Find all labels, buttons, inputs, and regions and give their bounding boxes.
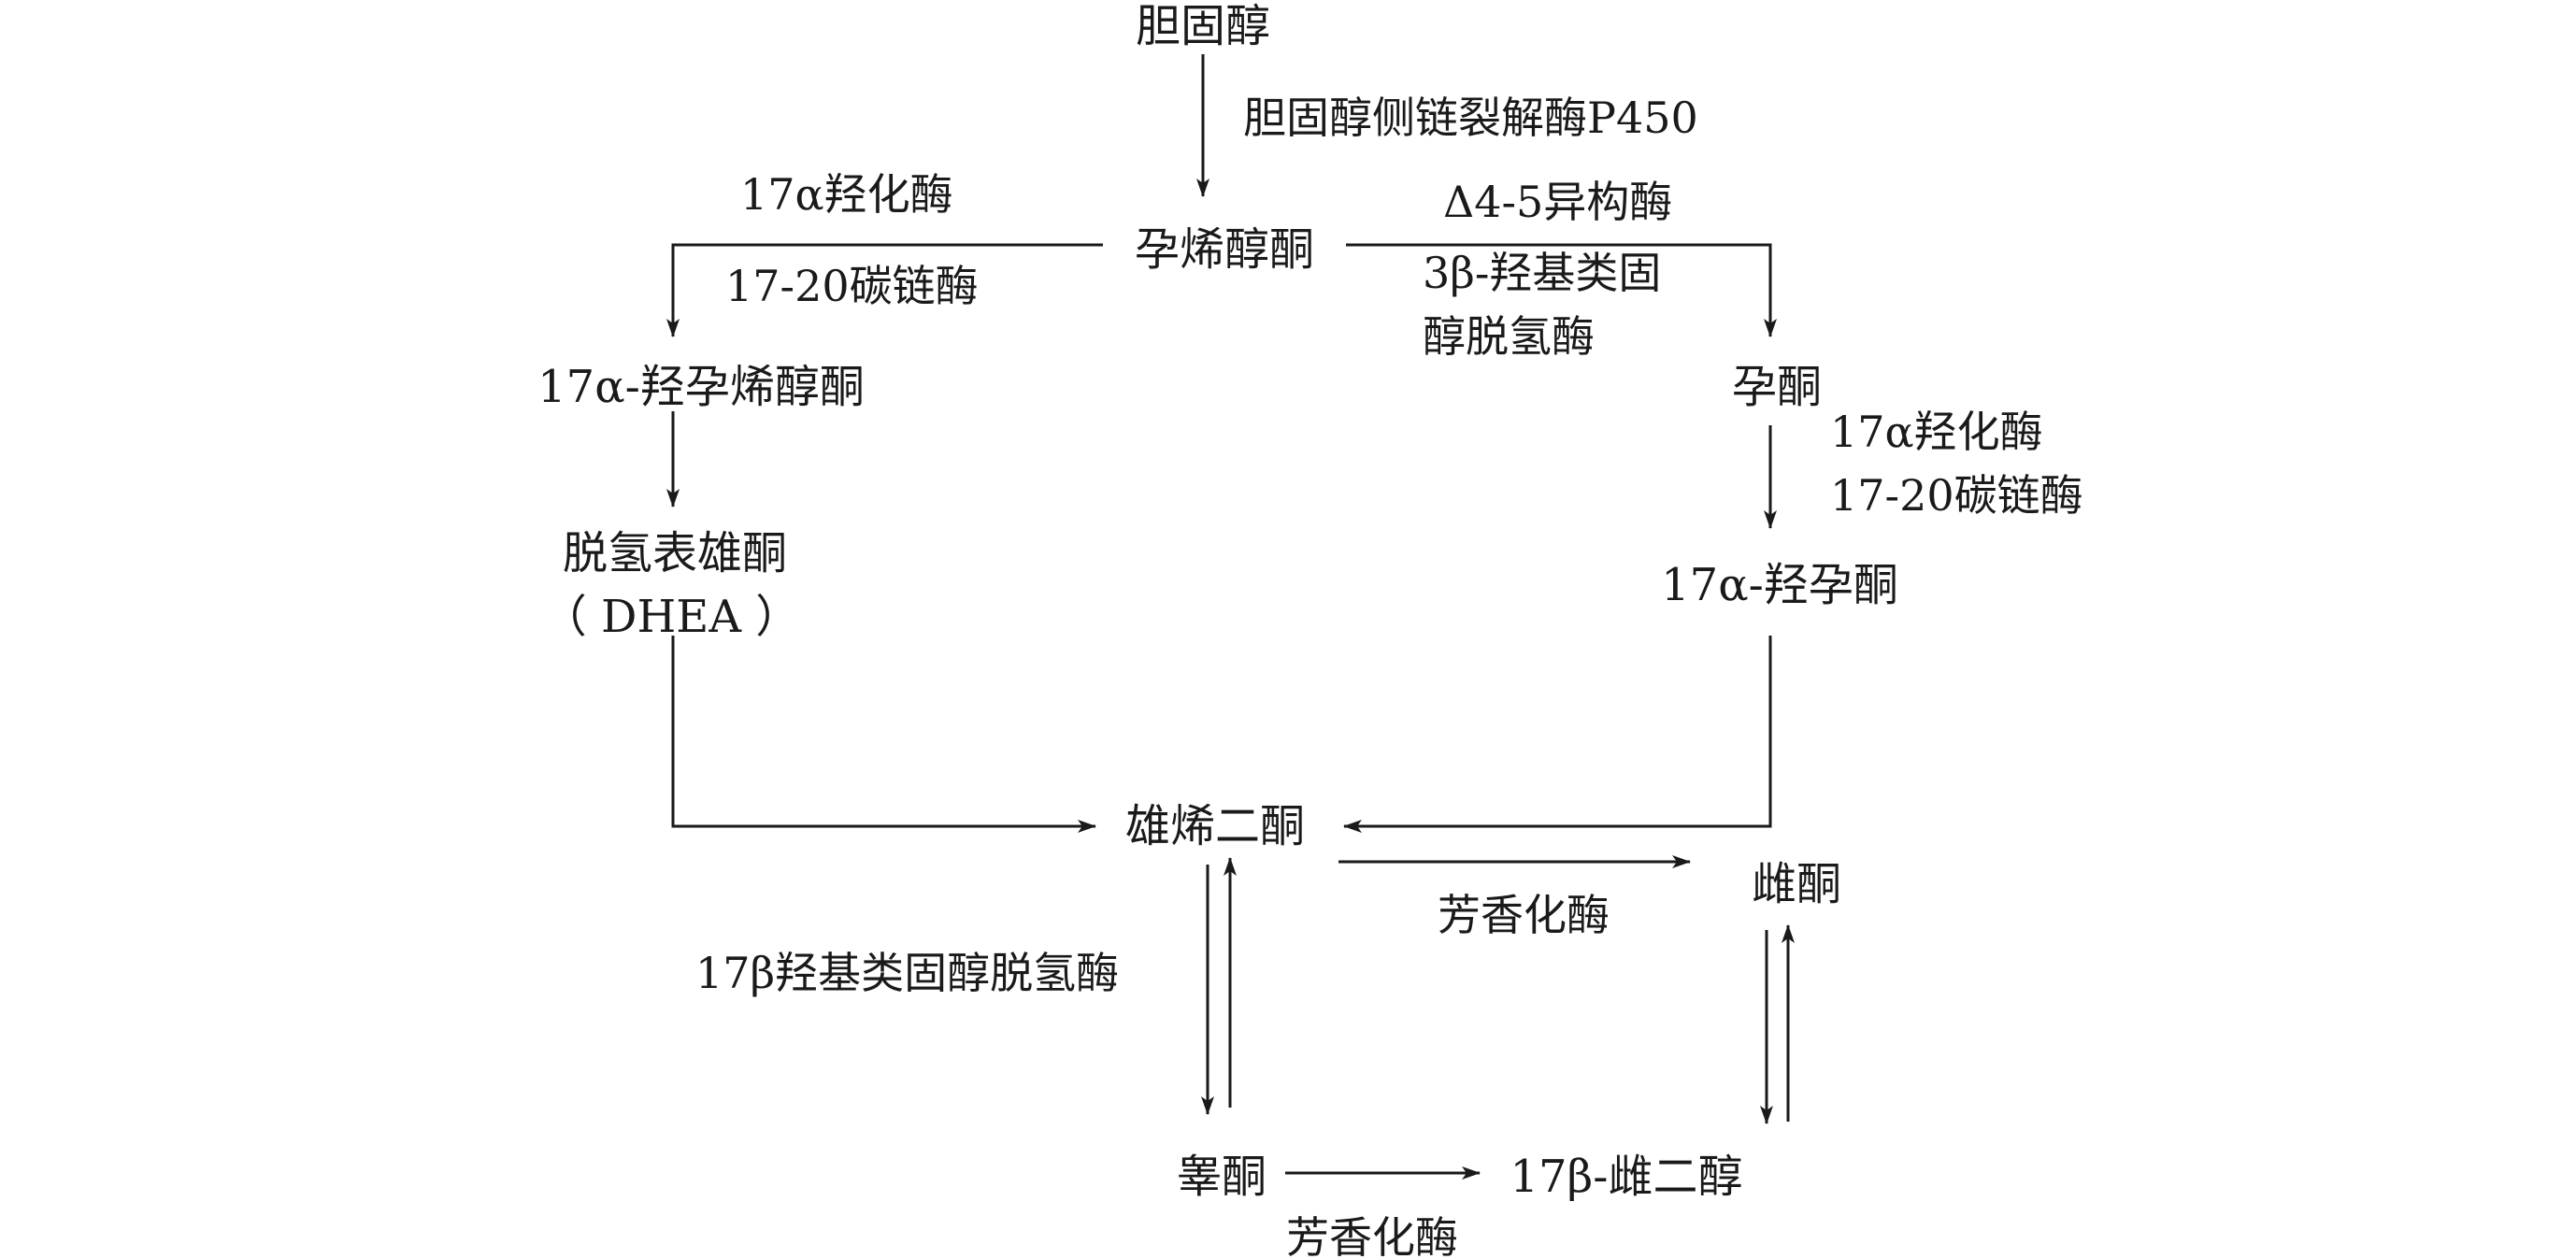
node-hydroxypregnenolone: 17α-羟孕烯醇酮 xyxy=(537,361,865,413)
enzyme-3b-hsd-line2: 醇脱氢酶 xyxy=(1423,311,1595,362)
node-androstenedione: 雄烯二酮 xyxy=(1125,800,1305,852)
compound-nodes: 胆固醇 孕烯醇酮 17α-羟孕烯醇酮 脱氢表雄酮 （ DHEA ） 孕酮 17α… xyxy=(537,0,1898,1203)
node-testosterone: 睾酮 xyxy=(1177,1151,1267,1203)
arrow-pregnenolone-to-hydroxypregnenolone xyxy=(666,243,1103,337)
enzyme-p450scc: 胆固醇侧链裂解酶P450 xyxy=(1243,93,1698,143)
enzyme-isomerase: Δ4-5异构酶 xyxy=(1443,177,1672,227)
node-dhea-abbreviation: （ DHEA ） xyxy=(542,591,801,643)
enzyme-aromatase-upper: 芳香化酶 xyxy=(1438,890,1610,940)
arrow-pregnenolone-to-progesterone xyxy=(1346,243,1777,337)
enzyme-17-20-lyase-right: 17-20碳链酶 xyxy=(1830,470,2083,521)
node-estradiol: 17β-雌二醇 xyxy=(1510,1151,1742,1203)
enzyme-17-20-lyase-left: 17-20碳链酶 xyxy=(725,261,979,311)
node-estrone: 雌酮 xyxy=(1752,858,1841,910)
node-dhea-name: 脱氢表雄酮 xyxy=(563,527,787,579)
arrow-hydroxyprogesterone-to-androstenedione xyxy=(1343,636,1772,833)
arrow-dhea-to-androstenedione xyxy=(671,636,1096,833)
enzyme-aromatase-lower: 芳香化酶 xyxy=(1286,1212,1458,1259)
enzyme-17a-hydroxylase-left: 17α羟化酶 xyxy=(740,169,953,220)
enzyme-17a-hydroxylase-right: 17α羟化酶 xyxy=(1830,407,2043,457)
node-progesterone: 孕酮 xyxy=(1732,361,1822,413)
pathway-arrows xyxy=(666,54,1795,1180)
enzyme-3b-hsd-line1: 3β-羟基类固 xyxy=(1423,248,1661,298)
node-pregnenolone: 孕烯醇酮 xyxy=(1135,223,1314,276)
node-cholesterol: 胆固醇 xyxy=(1136,0,1270,52)
enzyme-labels: 胆固醇侧链裂解酶P450 17α羟化酶 17-20碳链酶 Δ4-5异构酶 3β-… xyxy=(695,93,2083,1259)
node-hydroxyprogesterone: 17α-羟孕酮 xyxy=(1661,559,1898,611)
enzyme-17b-hsd: 17β羟基类固醇脱氢酶 xyxy=(695,948,1119,998)
